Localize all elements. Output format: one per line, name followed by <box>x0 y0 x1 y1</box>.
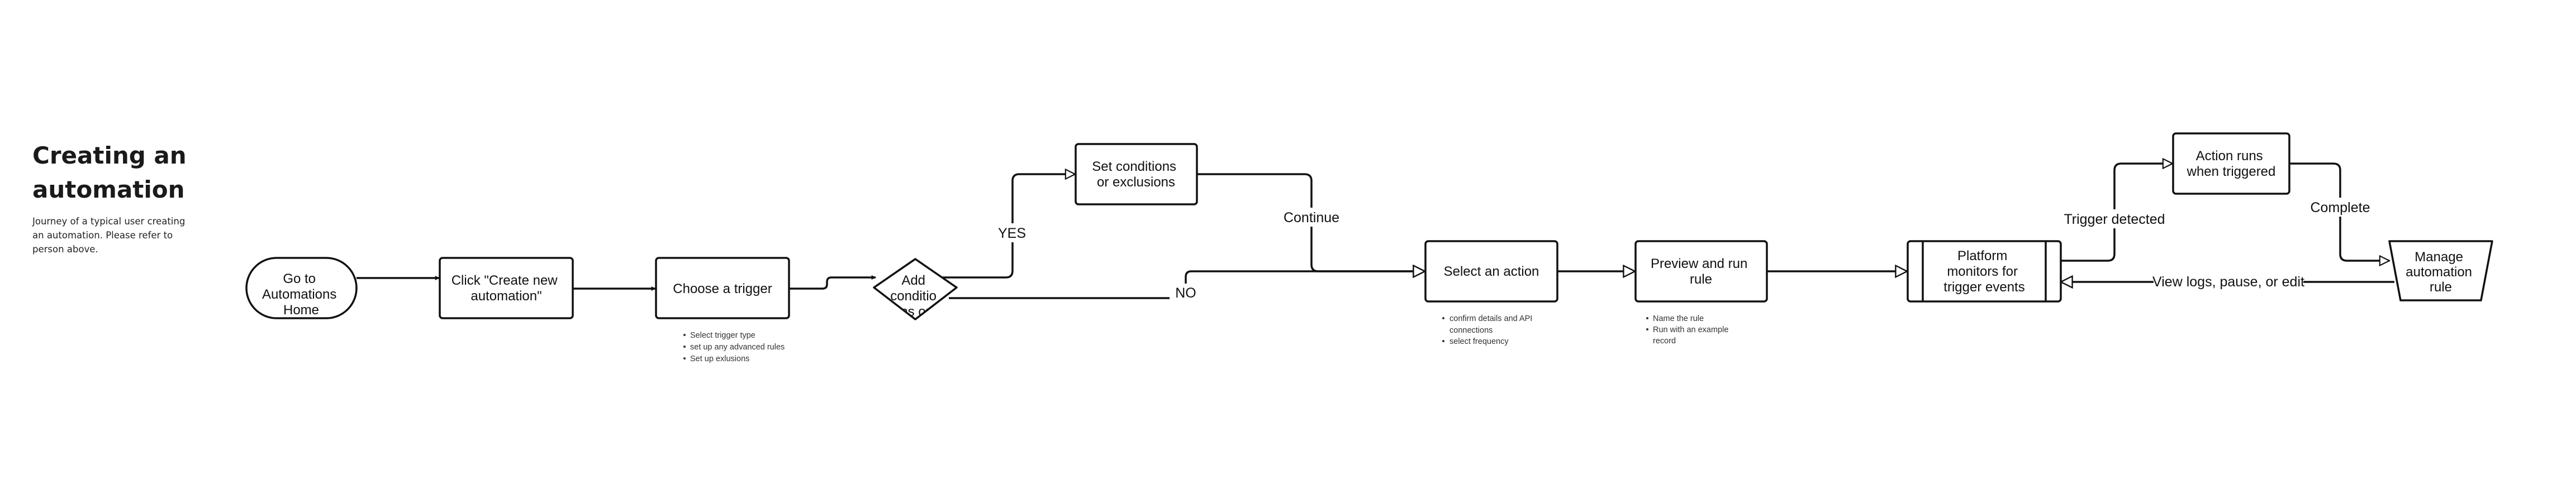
node-choose-trigger: Choose a trigger <box>655 257 790 319</box>
node-manage-rule-line-3: rule <box>2430 280 2452 295</box>
edge-trigger-to-conditions <box>789 275 876 290</box>
note-action: confirm details and API connections sele… <box>1442 314 1532 346</box>
edge-label-complete: Complete <box>2311 200 2370 215</box>
edge-label-trigger-detected: Trigger detected <box>2064 212 2165 227</box>
node-add-conditions-line-1: Add <box>901 273 925 288</box>
node-platform-monitors-line-3: trigger events <box>1943 280 2024 295</box>
edge-label-continue: Continue <box>1284 210 1339 226</box>
node-preview-run-line-1: Preview and run <box>1651 256 1747 271</box>
svg-text:Go to Automations: Go to Automations Home <box>262 271 340 318</box>
edge-label-yes: YES <box>998 226 1026 241</box>
node-go-home-line-1: Go to <box>283 271 316 286</box>
svg-text:Manage automation: Manage automation rule <box>2406 250 2475 295</box>
node-action-runs-line-2: when triggered <box>2187 164 2276 179</box>
node-manage-rule-line-1: Manage <box>2415 250 2463 265</box>
node-action-runs-line-1: Action runs <box>2196 148 2263 164</box>
node-set-conditions: Set conditions or exclusions <box>1075 143 1198 205</box>
node-go-home-line-2: Automations <box>262 287 336 302</box>
note-action-item-1: confirm details and API <box>1449 314 1532 323</box>
node-go-home: Go to Automations Home <box>245 257 358 319</box>
node-action-runs: Action runs when triggered <box>2172 132 2290 195</box>
node-add-conditions-line-2: conditio <box>890 289 937 304</box>
node-preview-run-line-2: rule <box>1690 272 1712 287</box>
svg-text:Set conditions or exclus: Set conditions or exclusions <box>1092 159 1180 190</box>
page-description: Journey of a typical user creating an au… <box>32 216 186 255</box>
note-preview-item-1: Name the rule <box>1653 314 1704 323</box>
node-platform-monitors-line-2: monitors for <box>1947 264 2018 279</box>
node-platform-monitors-line-1: Platform <box>1957 248 2007 263</box>
svg-text:Action runs when trigger: Action runs when triggered <box>2187 148 2276 179</box>
note-trigger-item-2: set up any advanced rules <box>690 343 785 352</box>
note-preview-item-3: record <box>1653 337 1676 346</box>
note-action-item-2: connections <box>1449 326 1493 335</box>
node-add-conditions: Add conditio ns or <box>873 258 958 320</box>
svg-text:Choose a trigger: Choose a trigger <box>673 281 772 296</box>
node-select-action: Select an action <box>1424 240 1558 303</box>
svg-text:Platform monitors for: Platform monitors for trigger events <box>1943 248 2024 295</box>
node-choose-trigger-line-1: Choose a trigger <box>673 281 772 296</box>
node-create-new: Click "Create new automation" <box>439 257 574 319</box>
page-title: Creating an automation <box>32 142 187 203</box>
node-manage-rule: Manage automation rule <box>2388 240 2493 301</box>
node-preview-run: Preview and run rule <box>1634 240 1768 303</box>
svg-text:Click "Create new automa: Click "Create new automation" <box>451 273 562 304</box>
svg-text:Preview and run rule: Preview and run rule <box>1651 256 1751 287</box>
note-preview-item-2: Run with an example <box>1653 325 1728 334</box>
node-create-new-line-1: Click "Create new <box>451 273 558 288</box>
note-action-item-3: select frequency <box>1449 337 1509 346</box>
edge-labels: YES NO Continue Trigger detected Complet… <box>994 198 2371 303</box>
node-set-conditions-line-1: Set conditions <box>1092 159 1176 174</box>
node-go-home-line-3: Home <box>283 303 319 318</box>
note-trigger-item-1: Select trigger type <box>690 331 755 340</box>
note-preview: Name the rule Run with an example record <box>1646 314 1728 346</box>
svg-text:Select an action: Select an action <box>1444 264 1539 279</box>
node-platform-monitors: Platform monitors for trigger events <box>1907 240 2062 303</box>
node-select-action-line-1: Select an action <box>1444 264 1539 279</box>
edge-label-view-logs: View logs, pause, or edit <box>2152 274 2304 290</box>
node-create-new-line-2: automation" <box>470 289 541 304</box>
note-trigger: Select trigger type set up any advanced … <box>683 331 785 363</box>
note-trigger-item-3: Set up exlusions <box>690 354 749 363</box>
node-manage-rule-line-2: automation <box>2406 265 2472 280</box>
node-set-conditions-line-2: or exclusions <box>1097 175 1175 190</box>
edge-label-no: NO <box>1175 285 1196 301</box>
